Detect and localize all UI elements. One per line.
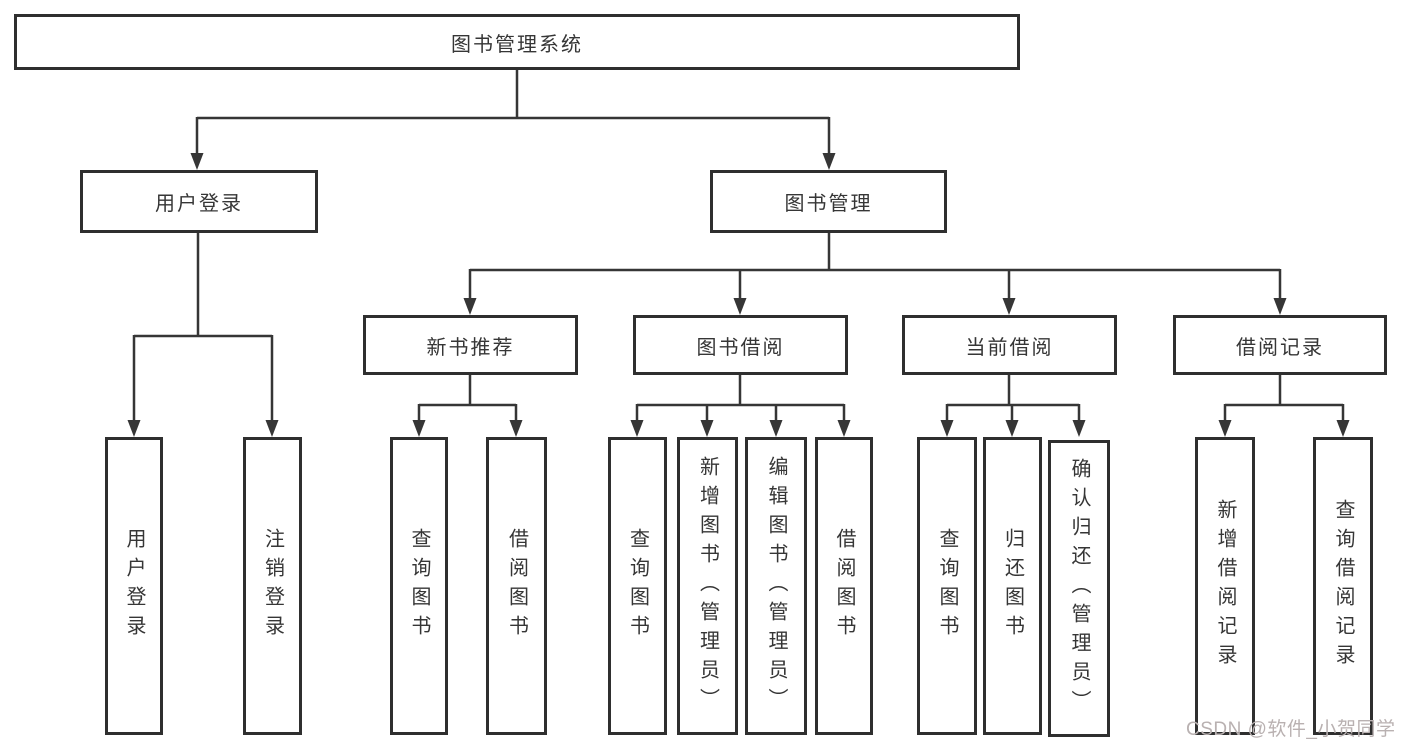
node-book-management-label: 图书管理 — [784, 193, 873, 215]
arrowhead-icon — [1005, 420, 1019, 437]
arrowhead-icon — [769, 420, 783, 437]
arrowhead-icon — [940, 420, 954, 437]
leaf-logout: 注销登录 — [243, 437, 302, 735]
leaf-add-books-admin-label: 新增图书（管理员） — [696, 455, 719, 717]
leaf-confirm-return-admin: 确认归还（管理员） — [1048, 440, 1110, 737]
leaf-logout-label: 注销登录 — [261, 528, 284, 644]
leaf-borrow-books-2-label: 借阅图书 — [833, 528, 855, 644]
leaf-add-loan-record-label: 新增借阅记录 — [1214, 499, 1236, 673]
node-current-loans: 当前借阅 — [902, 315, 1117, 375]
leaf-add-loan-record: 新增借阅记录 — [1195, 437, 1255, 735]
leaf-query-books-1-label: 查询图书 — [408, 528, 430, 644]
leaf-query-books-2: 查询图书 — [608, 437, 667, 735]
arrowhead-icon — [733, 298, 747, 315]
node-book-borrowing: 图书借阅 — [633, 315, 848, 375]
arrowhead-icon — [1072, 420, 1086, 437]
arrowhead-icon — [1273, 298, 1287, 315]
arrowhead-icon — [127, 420, 141, 437]
leaf-confirm-return-admin-label: 确认归还（管理员） — [1068, 458, 1090, 719]
leaf-return-books-label: 归还图书 — [1001, 528, 1024, 644]
node-root: 图书管理系统 — [14, 14, 1020, 70]
arrowhead-icon — [265, 420, 279, 437]
connector-root — [195, 68, 831, 155]
leaf-borrow-books-1: 借阅图书 — [486, 437, 547, 735]
node-user-login-label: 用户登录 — [155, 193, 243, 215]
arrowhead-icon — [822, 153, 836, 170]
leaf-return-books: 归还图书 — [983, 437, 1042, 735]
arrowhead-icon — [837, 420, 851, 437]
arrowhead-icon — [630, 420, 644, 437]
connector-book-mgmt — [468, 232, 1282, 302]
leaf-query-books-1: 查询图书 — [390, 437, 448, 735]
connector-current-loans — [945, 374, 1081, 422]
leaf-query-books-2-label: 查询图书 — [626, 528, 649, 644]
arrowhead-icon — [700, 420, 714, 437]
arrowhead-icon — [1218, 420, 1232, 437]
node-new-book-recommend: 新书推荐 — [363, 315, 578, 375]
connector-new-books — [417, 374, 518, 422]
node-new-book-recommend-label: 新书推荐 — [426, 336, 515, 359]
node-loan-records: 借阅记录 — [1173, 315, 1387, 375]
csdn-watermark: CSDN @软件_小贺同学 — [1186, 719, 1396, 740]
node-book-management: 图书管理 — [710, 170, 947, 233]
leaf-add-books-admin: 新增图书（管理员） — [677, 437, 738, 735]
connector-user-login — [132, 232, 274, 422]
node-current-loans-label: 当前借阅 — [965, 336, 1054, 359]
node-user-login: 用户登录 — [80, 170, 318, 233]
connector-loan-records — [1223, 374, 1345, 422]
leaf-user-login: 用户登录 — [105, 437, 163, 735]
leaf-borrow-books-1-label: 借阅图书 — [505, 528, 528, 644]
leaf-query-books-3: 查询图书 — [917, 437, 977, 735]
connector-borrowing — [635, 374, 846, 422]
leaf-user-login-label: 用户登录 — [123, 528, 145, 644]
leaf-query-loan-record: 查询借阅记录 — [1313, 437, 1373, 735]
leaf-borrow-books-2: 借阅图书 — [815, 437, 873, 735]
node-root-label: 图书管理系统 — [451, 33, 583, 56]
node-book-borrowing-label: 图书借阅 — [696, 336, 785, 359]
arrowhead-icon — [412, 420, 426, 437]
arrowhead-icon — [509, 420, 523, 437]
arrowhead-icon — [1002, 298, 1016, 315]
arrowhead-icon — [1336, 420, 1350, 437]
leaf-edit-books-admin: 编辑图书（管理员） — [745, 437, 807, 735]
node-loan-records-label: 借阅记录 — [1236, 336, 1324, 359]
arrowhead-icon — [463, 298, 477, 315]
leaf-query-books-3-label: 查询图书 — [936, 528, 958, 644]
arrowhead-icon — [190, 153, 204, 170]
leaf-edit-books-admin-label: 编辑图书（管理员） — [765, 455, 787, 717]
leaf-query-loan-record-label: 查询借阅记录 — [1332, 499, 1354, 673]
